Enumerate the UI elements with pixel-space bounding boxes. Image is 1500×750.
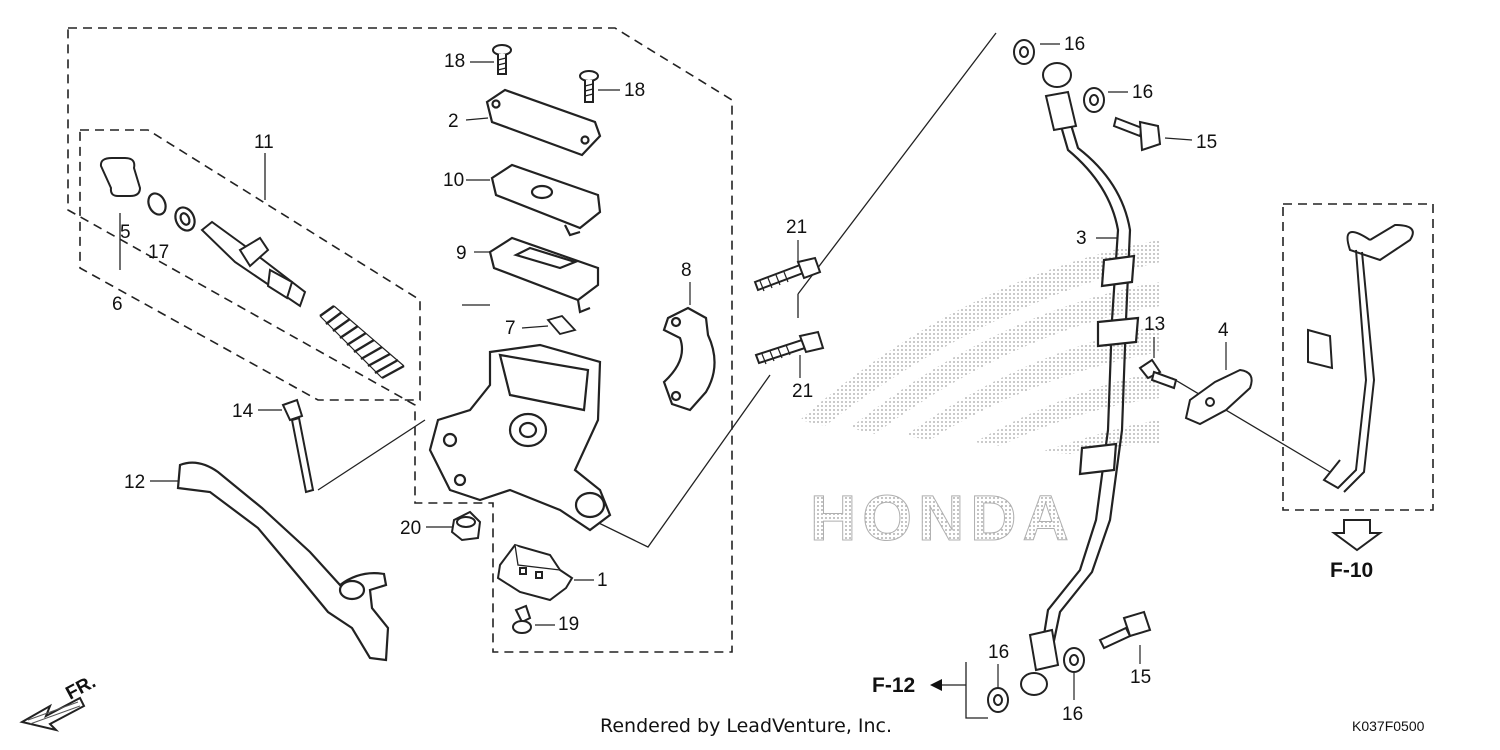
part-21-bolt-lower[interactable] — [754, 330, 825, 365]
callout-16-d: 16 — [1062, 704, 1083, 725]
callout-15-upper: 15 — [1196, 132, 1217, 153]
master-cylinder-body[interactable] — [428, 343, 612, 532]
part-12-brake-lever[interactable] — [176, 461, 390, 662]
callout-21-b: 21 — [792, 381, 813, 402]
part-17-circlip[interactable] — [145, 191, 169, 218]
part-15-banjo-bolt-upper[interactable] — [1112, 116, 1162, 152]
piston-seal[interactable] — [172, 204, 198, 233]
diagram-code: K037F0500 — [1352, 718, 1425, 734]
f12-arrow-icon — [930, 679, 942, 691]
honda-wing-watermark — [800, 240, 1160, 454]
part-7-float[interactable] — [546, 314, 577, 336]
hose-upper-fitting[interactable] — [1042, 62, 1078, 132]
part-14-pivot-bolt[interactable] — [281, 398, 315, 494]
part-10-diaphragm-plate[interactable] — [490, 163, 602, 237]
front-direction-arrow-icon — [19, 696, 86, 732]
part-15-banjo-bolt-lower[interactable] — [1098, 610, 1152, 650]
honda-watermark-text: HONDA — [810, 482, 1075, 554]
part-18-screw-right[interactable] — [579, 70, 599, 103]
callout-2: 2 — [448, 111, 459, 132]
part-18-screw-top[interactable] — [492, 44, 512, 75]
callout-4: 4 — [1218, 320, 1229, 341]
callout-1: 1 — [597, 570, 608, 591]
part-3-brake-hose[interactable] — [1038, 94, 1140, 661]
part-19-screw[interactable] — [512, 604, 532, 634]
fr-label: FR. — [62, 672, 99, 705]
callout-17: 17 — [148, 242, 169, 263]
part-6-piston[interactable] — [200, 220, 307, 308]
callout-21-a: 21 — [786, 217, 807, 238]
callout-14: 14 — [232, 401, 254, 422]
part-20-nut[interactable] — [450, 510, 482, 542]
ref-f12-label[interactable]: F-12 — [872, 674, 915, 697]
callout-7: 7 — [505, 318, 516, 339]
part-1-brake-switch[interactable] — [496, 543, 574, 602]
callout-15-lower: 15 — [1130, 667, 1151, 688]
callout-19: 19 — [558, 614, 579, 635]
bracket-frame — [1282, 203, 1434, 511]
callout-18-b: 18 — [624, 80, 645, 101]
callout-9: 9 — [456, 243, 467, 264]
callout-5: 5 — [120, 222, 131, 243]
callout-3: 3 — [1076, 228, 1087, 249]
callout-13: 13 — [1144, 314, 1165, 335]
part-9-diaphragm[interactable] — [488, 236, 600, 314]
callout-18-a: 18 — [444, 51, 465, 72]
callout-12: 12 — [124, 472, 145, 493]
master-cylinder-assembly-frame — [67, 27, 733, 653]
part-16-washer[interactable] — [987, 39, 1105, 713]
leader-lines — [317, 32, 1331, 719]
callout-16-b: 16 — [1132, 82, 1153, 103]
part-8-holder[interactable] — [662, 306, 716, 412]
ref-f10-label[interactable]: F-10 — [1330, 559, 1373, 582]
piston-spring[interactable] — [319, 305, 405, 380]
piston-kit-frame — [79, 129, 421, 401]
bracket-stay[interactable] — [1307, 223, 1414, 493]
callout-8: 8 — [681, 260, 692, 281]
part-21-bolt-upper[interactable] — [753, 256, 822, 292]
callout-10: 10 — [443, 170, 464, 191]
callout-20: 20 — [400, 518, 421, 539]
callout-11: 11 — [254, 132, 274, 153]
hose-lower-fitting[interactable] — [1020, 628, 1060, 696]
callout-16-c: 16 — [988, 642, 1009, 663]
part-13-bolt[interactable] — [1138, 358, 1178, 390]
part-4-hose-clamp[interactable] — [1184, 368, 1253, 426]
rendered-by-credit: Rendered by LeadVenture, Inc. — [600, 715, 892, 737]
callout-labels: 1 2 3 4 5 6 7 8 9 10 11 12 13 14 15 15 1… — [112, 34, 1229, 725]
callout-16-a: 16 — [1064, 34, 1085, 55]
callout-6: 6 — [112, 294, 123, 315]
part-5-piston-boot[interactable] — [99, 157, 142, 197]
part-2-reservoir-cap[interactable] — [485, 88, 602, 157]
f10-down-arrow-icon — [1330, 519, 1384, 552]
